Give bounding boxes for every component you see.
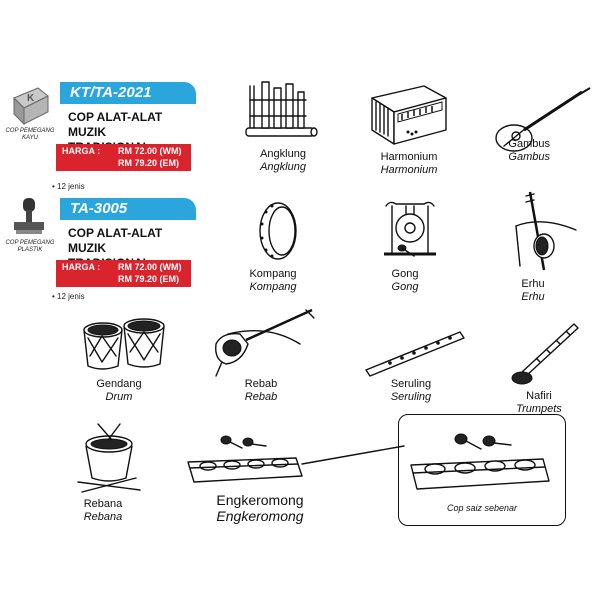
instrument-translation: Kompang — [249, 281, 297, 293]
wooden-stamp-icon: K — [8, 84, 52, 128]
caption-kompang: Kompang Kompang — [218, 268, 328, 294]
callout-line — [301, 445, 405, 465]
price-label: HARGA : — [62, 146, 101, 156]
variant-count: • 12 jenis — [52, 182, 85, 191]
instrument-translation: Angklung — [260, 161, 306, 173]
instrument-name: Gong — [391, 268, 419, 280]
caption-harmonium: Harmonium Harmonium — [354, 151, 464, 177]
price-wm: RM 72.00 (WM) — [118, 146, 182, 156]
actual-size-note: Cop saiz sebenar — [446, 503, 518, 513]
caption-rebana: Rebana Rebana — [48, 498, 158, 524]
drum-icon — [78, 316, 168, 379]
actual-size-box: Cop saiz sebenar — [398, 414, 566, 526]
price-em: RM 79.20 (EM) — [118, 158, 180, 168]
instrument-translation: Seruling — [390, 391, 432, 403]
plastic-stamp-icon — [8, 196, 52, 240]
instrument-name: Nafiri — [526, 390, 552, 402]
svg-text:K: K — [27, 93, 35, 104]
price-label: HARGA : — [62, 262, 101, 272]
rebana-icon — [74, 420, 144, 501]
instrument-translation: Gong — [391, 281, 419, 293]
engkeromong-large-icon — [409, 423, 555, 504]
instrument-name: Gambus — [508, 138, 550, 150]
caption-angklung: Angklung Angklung — [228, 148, 338, 174]
instrument-name: Rebab — [244, 378, 278, 390]
trumpet-icon — [508, 318, 584, 395]
price-box: HARGA : RM 72.00 (WM) RM 79.20 (EM) — [56, 144, 191, 171]
engkeromong-icon — [186, 428, 306, 495]
holder-caption: COP PEMEGANG KAYU — [5, 128, 55, 141]
product-ta-3005: COP PEMEGANG PLASTIK TA-3005 COP ALAT-AL… — [4, 194, 196, 306]
instrument-name: Kompang — [249, 268, 297, 280]
caption-gendang: Gendang Drum — [64, 378, 174, 404]
instrument-translation: Gambus — [508, 151, 550, 163]
instrument-name: Rebana — [83, 498, 123, 510]
product-code: TA-3005 — [60, 198, 196, 220]
instrument-translation: Rebana — [83, 511, 123, 523]
product-code: KT/TA-2021 — [60, 82, 196, 104]
instrument-translation: Harmonium — [380, 164, 438, 176]
flute-icon — [360, 326, 470, 383]
instrument-name: Engkeromong — [216, 492, 304, 508]
caption-engkeromong: Engkeromong Engkeromong — [180, 492, 340, 524]
angklung-icon — [242, 76, 322, 151]
instrument-translation: Rebab — [244, 391, 278, 403]
caption-rebab: Rebab Rebab — [206, 378, 316, 404]
instrument-name: Harmonium — [380, 151, 438, 163]
harmonium-icon — [368, 80, 450, 153]
price-em: RM 79.20 (EM) — [118, 274, 180, 284]
gong-icon — [380, 196, 440, 267]
rebab-icon — [208, 304, 320, 383]
variant-count: • 12 jenis — [52, 292, 85, 301]
price-box: HARGA : RM 72.00 (WM) RM 79.20 (EM) — [56, 260, 191, 287]
caption-nafiri: Nafiri Trumpets — [494, 390, 584, 416]
caption-seruling: Seruling Seruling — [356, 378, 466, 404]
holder-caption: COP PEMEGANG PLASTIK — [5, 240, 55, 253]
kompang-icon — [256, 200, 300, 267]
instrument-translation: Drum — [105, 391, 133, 403]
caption-gambus: Gambus Gambus — [480, 138, 550, 164]
price-wm: RM 72.00 (WM) — [118, 262, 182, 272]
instrument-name: Erhu — [521, 278, 545, 290]
caption-erhu: Erhu Erhu — [498, 278, 568, 304]
erhu-icon — [512, 186, 582, 281]
gambus-icon — [494, 84, 594, 159]
instrument-name: Gendang — [96, 378, 142, 390]
caption-gong: Gong Gong — [350, 268, 460, 294]
instrument-name: Angklung — [260, 148, 306, 160]
instrument-translation: Erhu — [521, 291, 545, 303]
instrument-translation: Engkeromong — [216, 508, 304, 524]
instrument-name: Seruling — [390, 378, 432, 390]
instrument-translation: Trumpets — [516, 403, 562, 415]
product-kt-ta-2021: K COP PEMEGANG KAYU KT/TA-2021 COP ALAT-… — [4, 78, 196, 191]
